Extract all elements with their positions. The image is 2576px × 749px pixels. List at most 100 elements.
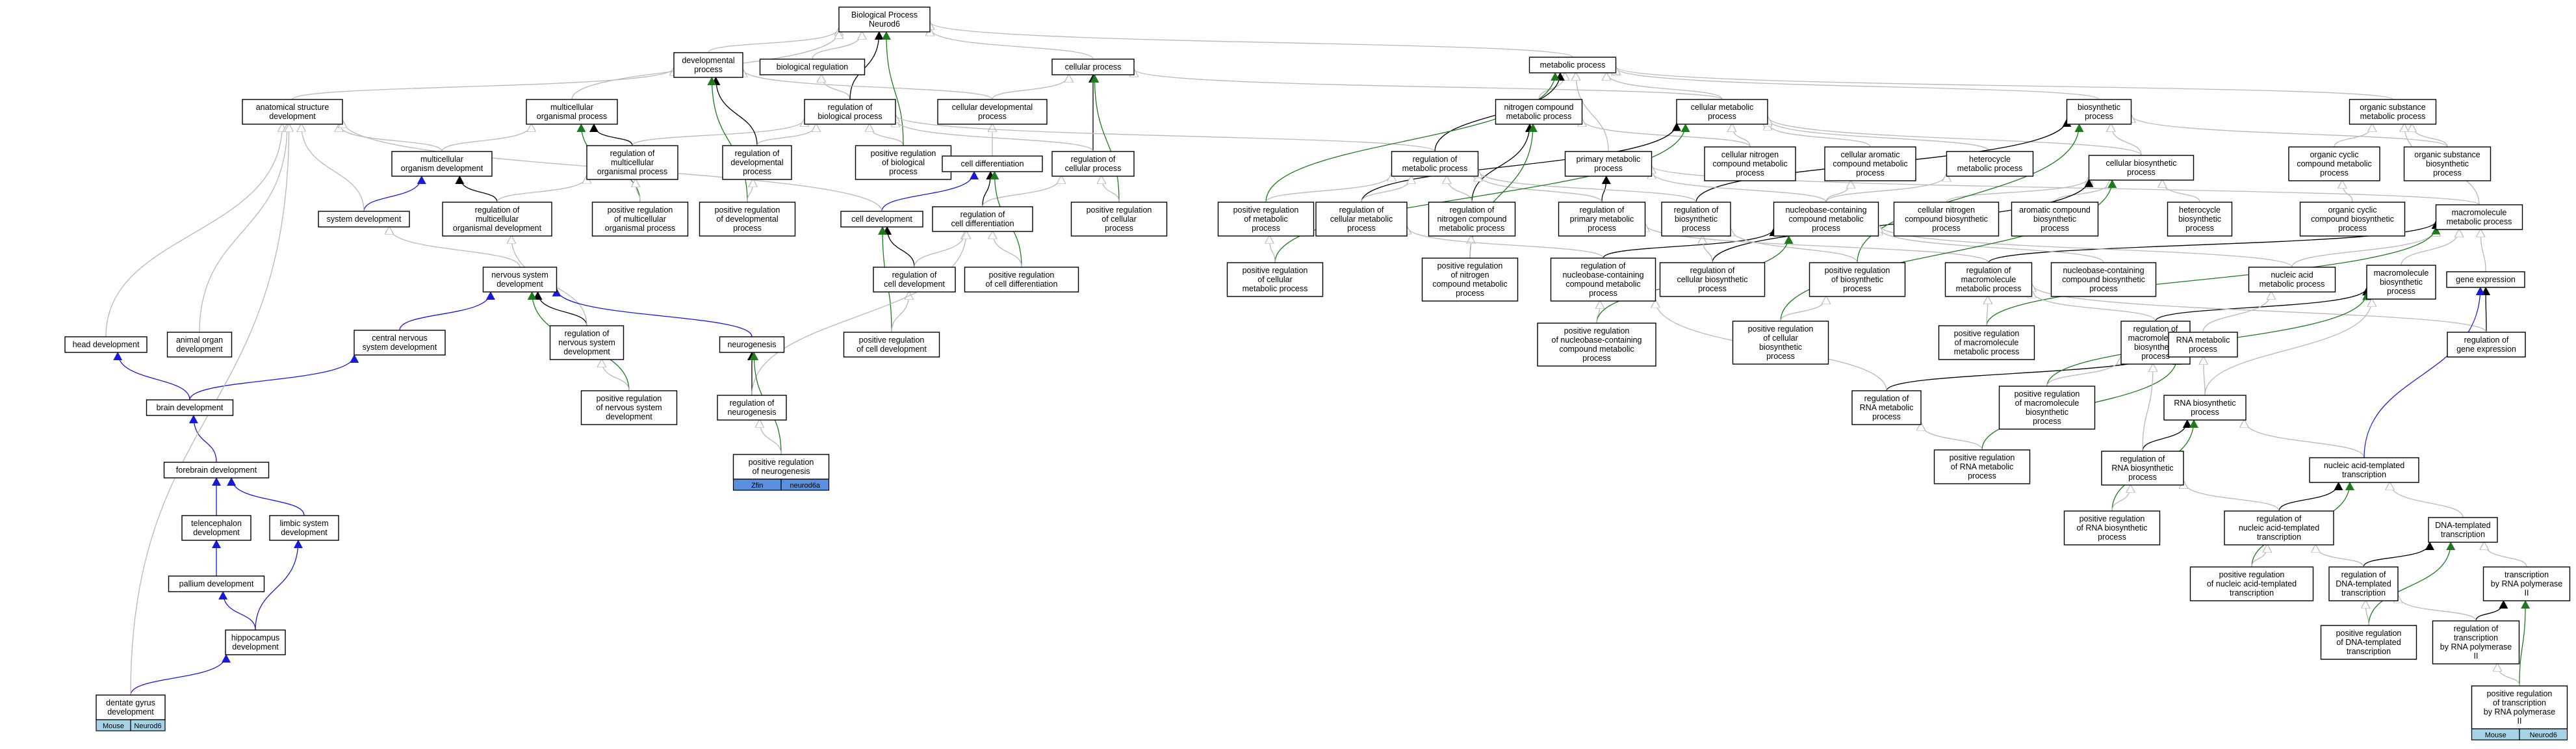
node-box (2063, 510, 2161, 545)
go-term-node-neurogen[interactable]: neurogenesis (719, 336, 785, 353)
go-term-node-regnucbase[interactable]: regulation ofnucleobase-containingcompou… (1550, 257, 1656, 302)
go-term-node-cellp[interactable]: cellular process (1051, 59, 1135, 75)
go-term-node-sysdev[interactable]: system development (318, 211, 410, 228)
go-term-node-metab[interactable]: metabolic process (1528, 57, 1617, 73)
go-term-node-brain[interactable]: brain development (146, 399, 234, 416)
go-term-node-geneexp[interactable]: gene expression (2446, 271, 2525, 288)
node-box (942, 155, 1043, 172)
edge-is-a (2315, 545, 2364, 568)
node-box (2403, 146, 2492, 181)
go-term-node-bioreg[interactable]: biological regulation (759, 59, 866, 75)
go-term-node-forebrain[interactable]: forebrain development (163, 462, 270, 479)
go-term-node-pallium[interactable]: pallium development (168, 575, 265, 592)
node-box (166, 332, 233, 358)
go-term-node-celldiff[interactable]: cell differentiation (942, 155, 1043, 172)
go-term-node-celldev[interactable]: cell development (840, 211, 923, 228)
go-term-node-head[interactable]: head development (64, 336, 148, 353)
node-label-line: regulation of (2454, 624, 2499, 633)
